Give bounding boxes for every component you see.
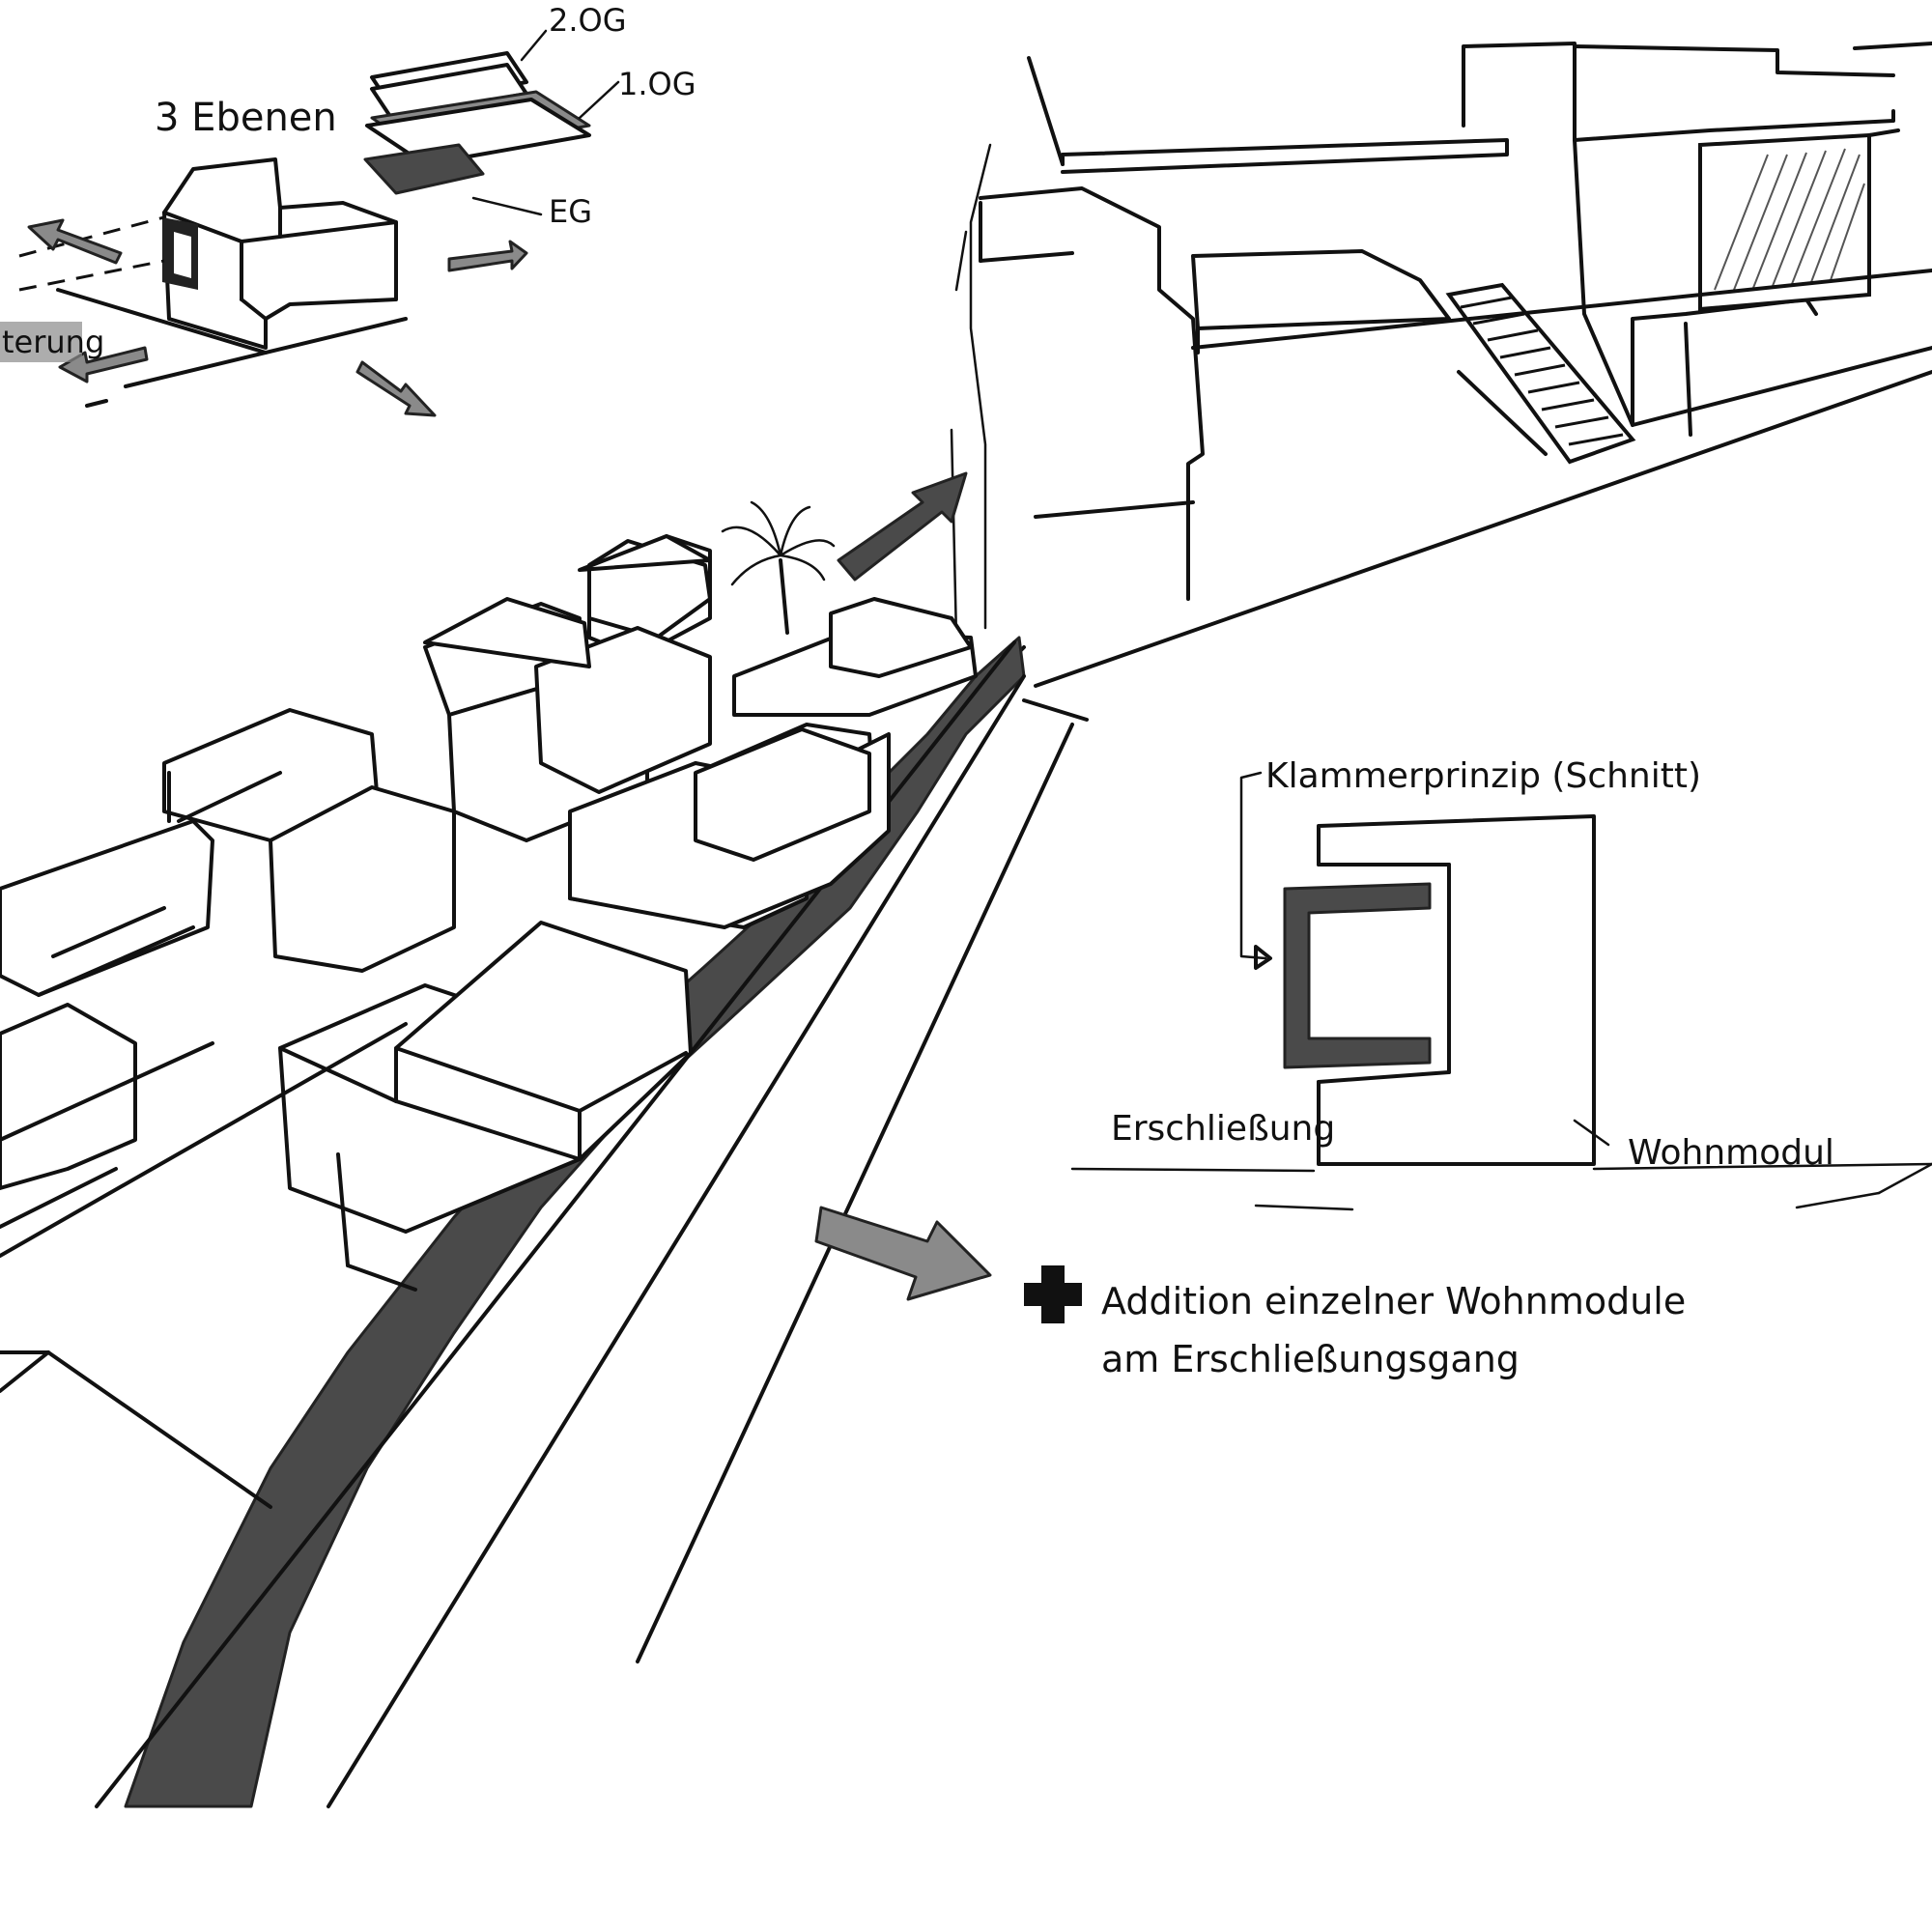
- addition-line1: Addition einzelner Wohnmodule: [1101, 1280, 1686, 1322]
- label-eg: EG: [549, 193, 592, 230]
- partial-left-label: terung: [2, 324, 104, 360]
- perspective-building: [950, 42, 1932, 688]
- arrow-icon: [355, 360, 437, 417]
- bracket-section: Klammerprinzip (Schnitt) Erschließung Wo…: [1070, 756, 1932, 1211]
- block: [0, 1003, 137, 1190]
- arrow-icon: [447, 240, 528, 272]
- palm-tree-icon: [721, 500, 836, 635]
- addition-note: Addition einzelner Wohnmodule am Erschli…: [1024, 1265, 1686, 1380]
- addition-line2: am Erschließungsgang: [1101, 1338, 1520, 1380]
- block: [534, 626, 712, 794]
- wohnmodul-outline: [1317, 814, 1596, 1166]
- arrow-icon: [814, 1206, 992, 1301]
- plus-icon: [1024, 1265, 1082, 1323]
- massing-model: [0, 471, 1089, 1808]
- wohnmodul-label: Wohnmodul: [1628, 1133, 1834, 1173]
- block: [269, 785, 456, 973]
- plate-eg: [363, 143, 485, 195]
- levels-building: [162, 157, 398, 350]
- label-2og: 2.OG: [549, 2, 627, 39]
- staircase: [1445, 282, 1636, 465]
- bracket-shape: [1283, 882, 1432, 1069]
- arrow-icon: [27, 218, 123, 265]
- block: [829, 597, 973, 678]
- level-plates: [363, 51, 591, 195]
- bracket-title: Klammerprinzip (Schnitt): [1265, 756, 1701, 796]
- levels-diagram: terung 3 Ebenen 2.OG 1.OG EG: [0, 2, 696, 417]
- arrow-icon: [837, 471, 968, 582]
- block: [0, 819, 214, 997]
- levels-title: 3 Ebenen: [155, 96, 337, 140]
- label-1og: 1.OG: [618, 66, 696, 102]
- erschliessung-label: Erschließung: [1111, 1109, 1335, 1149]
- opening: [1191, 249, 1451, 330]
